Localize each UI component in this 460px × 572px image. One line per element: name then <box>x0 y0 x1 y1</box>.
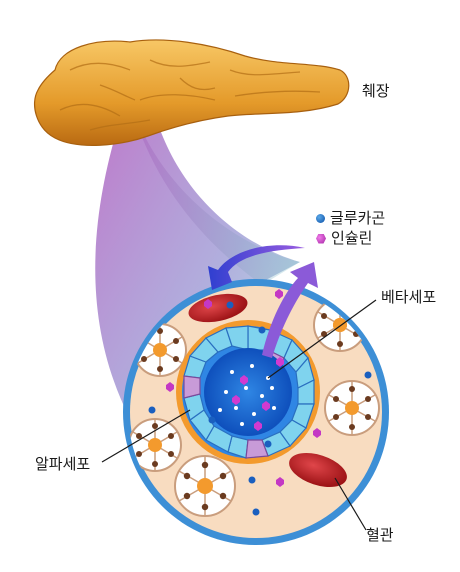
leader-alpha-cell <box>101 409 191 463</box>
blood-vessel-bottom <box>289 452 347 488</box>
leader-beta-cell <box>267 299 377 379</box>
glucagon-dot-icon <box>316 214 325 223</box>
legend-glucagon-label: 글루카곤 <box>330 209 386 227</box>
pancreas-organ <box>34 39 350 146</box>
blood-vessel-top <box>188 293 248 323</box>
leader-blood-vessel <box>334 477 367 531</box>
hormone-granules <box>148 289 372 516</box>
insulin-hexagon-icon <box>316 233 326 244</box>
alpha-cell-label: 알파세포 <box>35 455 91 473</box>
blood-vessel-label: 혈관 <box>366 526 394 544</box>
legend-glucagon: 글루카곤 <box>316 211 385 226</box>
hormone-release-arrows <box>208 245 318 358</box>
beta-cell-label: 베타세포 <box>381 288 437 306</box>
legend-insulin-label: 인슐린 <box>331 229 373 247</box>
legend-insulin: 인슐린 <box>316 231 372 246</box>
pancreas-label: 췌장 <box>362 82 390 100</box>
islet-of-langerhans <box>176 320 320 464</box>
